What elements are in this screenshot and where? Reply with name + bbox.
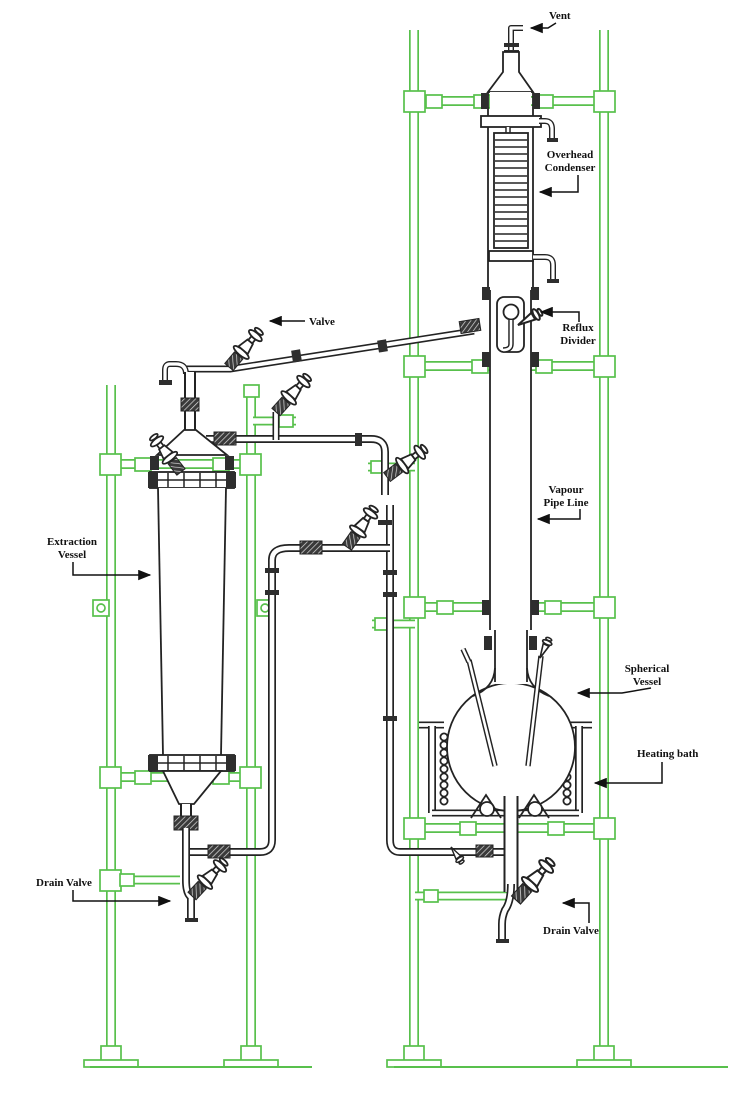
drain-valve-left-assembly xyxy=(184,853,233,904)
label-drain-valve-right: Drain Valve xyxy=(543,925,599,937)
drain-valve-right-assembly xyxy=(446,843,561,943)
label-vapour-pipe-line-1: Vapour xyxy=(548,484,583,496)
label-overhead-condenser-2: Condenser xyxy=(545,162,596,174)
reflux-divider xyxy=(482,287,546,615)
arrow-overhead-condenser xyxy=(538,175,579,198)
label-vent: Vent xyxy=(549,10,571,22)
transfer-pipes xyxy=(159,317,506,858)
arrow-vent xyxy=(529,22,557,34)
arrow-heating-bath xyxy=(593,762,663,789)
label-extraction-vessel-2: Vessel xyxy=(58,549,86,561)
arrow-spherical-vessel xyxy=(576,687,652,699)
label-heating-bath: Heating bath xyxy=(637,748,698,760)
label-extraction-vessel-1: Extraction xyxy=(47,536,97,548)
label-reflux-divider-2: Divider xyxy=(560,335,596,347)
label-spherical-vessel-2: Vessel xyxy=(633,676,661,688)
scaffold-right-frame xyxy=(368,30,728,1068)
arrow-reflux-divider xyxy=(539,306,580,322)
valve-2 xyxy=(268,368,317,420)
annotations: Vent Overhead Condenser Valve Reflux Div… xyxy=(36,10,698,937)
condenser-coil xyxy=(495,139,527,242)
arrow-vapour-pipe-line xyxy=(536,509,581,525)
label-overhead-condenser-1: Overhead xyxy=(547,149,593,161)
label-spherical-vessel-1: Spherical xyxy=(625,663,670,675)
scaffold-left-frame xyxy=(83,384,312,1068)
arrow-drain-valve-right xyxy=(561,897,590,923)
overhead-condenser xyxy=(480,25,559,630)
label-valve: Valve xyxy=(309,316,335,328)
spherical-vessel xyxy=(446,630,576,892)
label-vapour-pipe-line-2: Pipe Line xyxy=(544,497,589,509)
label-drain-valve-left: Drain Valve xyxy=(36,877,92,889)
label-reflux-divider-1: Reflux xyxy=(562,322,594,334)
arrow-extraction-vessel xyxy=(72,562,152,581)
drain-valve-left-valve xyxy=(184,853,233,904)
arrow-drain-valve-left xyxy=(72,890,172,907)
